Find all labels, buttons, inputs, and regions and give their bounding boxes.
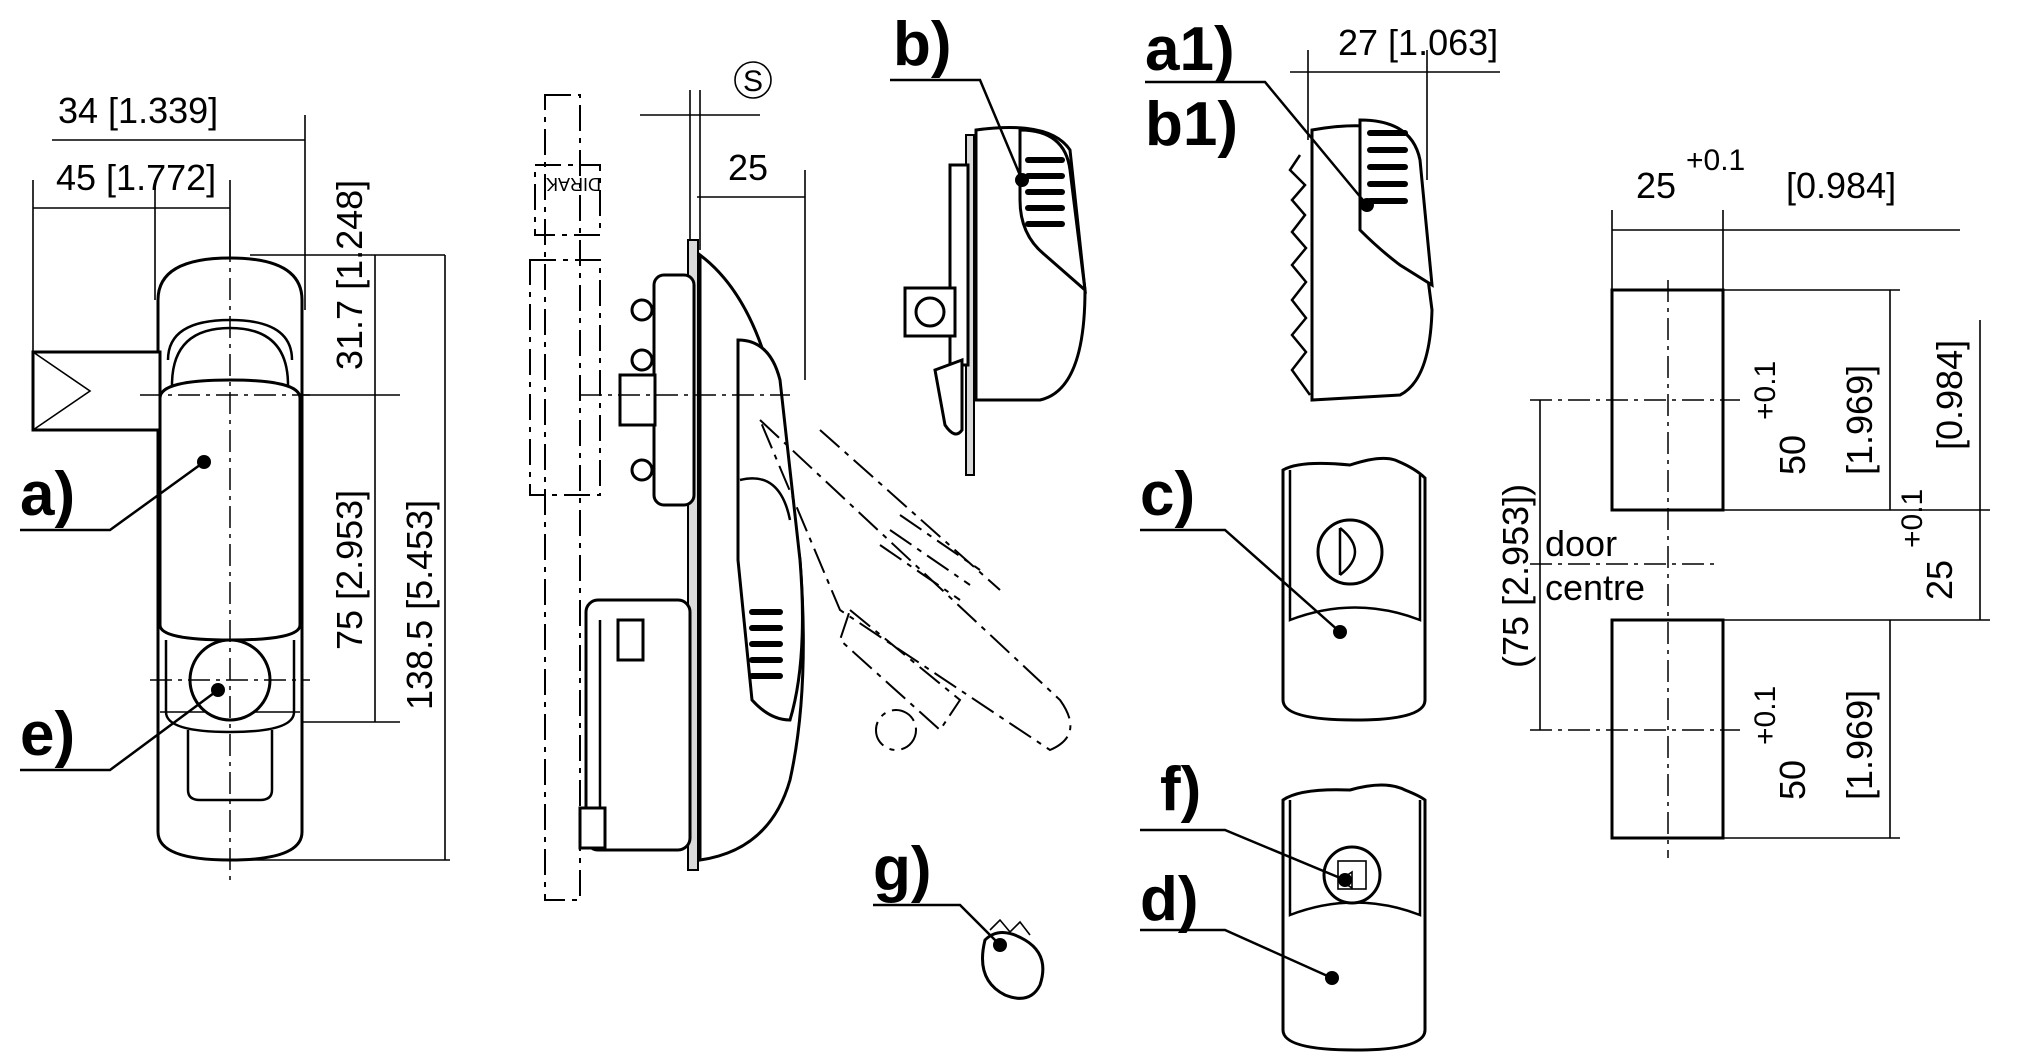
callout-b-label: b) (893, 10, 952, 79)
panel-cutout: 25 +0.1 [0.984] 50 +0.1 [1.969] 25 +0.1 … (1495, 144, 1990, 858)
cutout-lower-height-tol: +0.1 (1749, 686, 1782, 745)
dim-45-label: 45 [1.772] (56, 157, 216, 198)
callout-c-label: c) (1140, 460, 1195, 529)
callout-f-label: f) (1160, 755, 1201, 824)
cutout-gap-tol: +0.1 (1896, 489, 1929, 548)
dim-31-7-label: 31.7 [1.248] (329, 180, 370, 370)
front-view: 34 [1.339] 45 [1.772] 31.7 [1.248] 75 [2… (20, 90, 450, 880)
dim-75-label: 75 [2.953] (329, 490, 370, 650)
cutout-lower-height-inch: [1.969] (1839, 690, 1880, 800)
variant-b: b) (890, 10, 1087, 476)
callout-g-label: g) (873, 835, 932, 904)
cutout-gap-inch: [0.984] (1929, 340, 1970, 450)
callout-a-label: a) (20, 460, 75, 529)
cutout-width-inch: [0.984] (1786, 165, 1896, 206)
dim-27-label: 27 [1.063] (1338, 22, 1498, 63)
cutout-pitch-label: (75 [2.953]) (1495, 484, 1536, 668)
cutout-gap-label: 25 (1919, 560, 1960, 600)
dim-138-5-label: 138.5 [5.453] (399, 500, 440, 710)
callout-e-label: e) (20, 700, 75, 769)
side-view: S 25 DIRAK (529, 61, 1072, 901)
variant-a1-b1: 27 [1.063] a1) b1) (1145, 15, 1500, 402)
dim-s-label: S (743, 65, 763, 98)
dim-s-circle (734, 61, 772, 99)
callout-b1-label: b1) (1145, 90, 1238, 159)
cutout-upper-height-inch: [1.969] (1839, 365, 1880, 475)
cutout-lower-height-label: 50 (1772, 760, 1813, 800)
centre-label: centre (1545, 567, 1645, 608)
dim-34-label: 34 [1.339] (58, 90, 218, 131)
variant-d: f) d) (1140, 755, 1427, 1052)
dim-25-label: 25 (728, 147, 768, 188)
callout-d-label: d) (1140, 865, 1199, 934)
variant-g-key: g) (873, 835, 1045, 1000)
cutout-upper-height-tol: +0.1 (1749, 361, 1782, 420)
key-brand-label: DIRAK (546, 174, 601, 194)
cutout-upper-height-label: 50 (1772, 435, 1813, 475)
cutout-width-label: 25 (1636, 165, 1676, 206)
door-label: door (1545, 523, 1617, 564)
callout-a1-label: a1) (1145, 15, 1235, 84)
cutout-width-tol: +0.1 (1686, 144, 1745, 177)
variant-c: c) (1140, 456, 1427, 722)
